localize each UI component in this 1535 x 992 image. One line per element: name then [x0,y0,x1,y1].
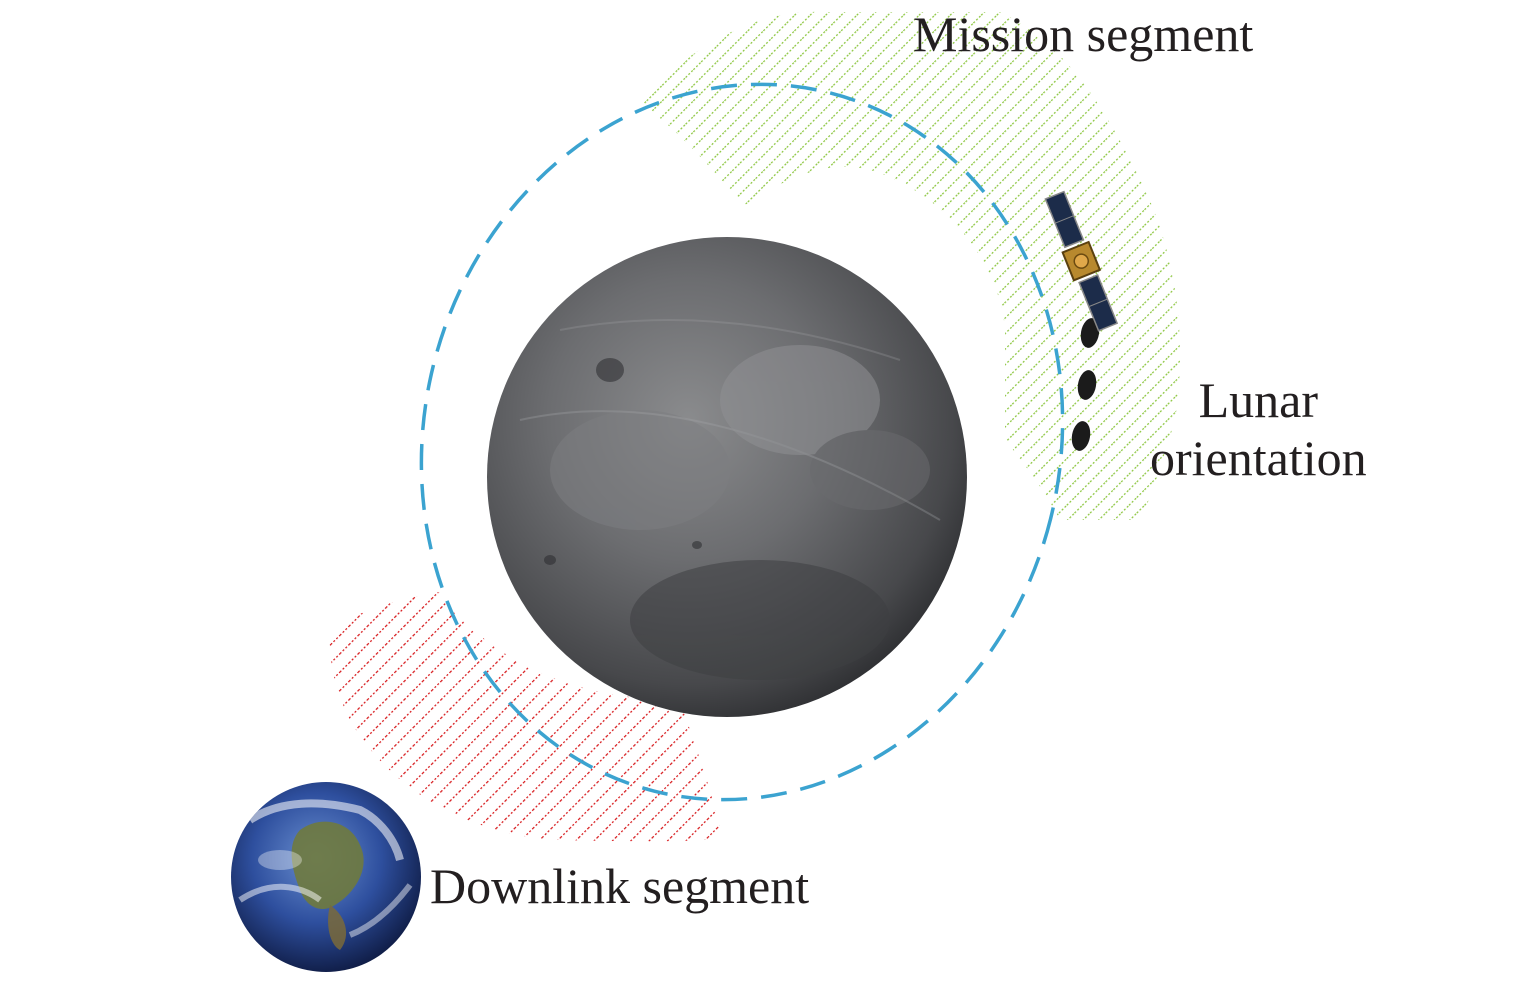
lunar-orientation-label: Lunar orientation [1150,372,1367,487]
lunar-orientation-label-line1: Lunar [1198,372,1318,428]
earth-icon [231,782,421,972]
moon-icon [487,237,967,717]
lunar-orientation-trail [1071,318,1100,451]
downlink-segment-label: Downlink segment [430,858,810,914]
trail-dot [1071,421,1091,451]
downlink-segment-region [329,592,722,842]
mission-segment-label: Mission segment [913,6,1254,62]
trail-dot [1080,318,1100,348]
satellite-icon [1044,190,1119,332]
lunar-orientation-label-line2: orientation [1150,429,1367,486]
mission-segment-region [638,11,1180,520]
trail-dot [1077,370,1097,400]
orbit-path [419,82,1065,802]
